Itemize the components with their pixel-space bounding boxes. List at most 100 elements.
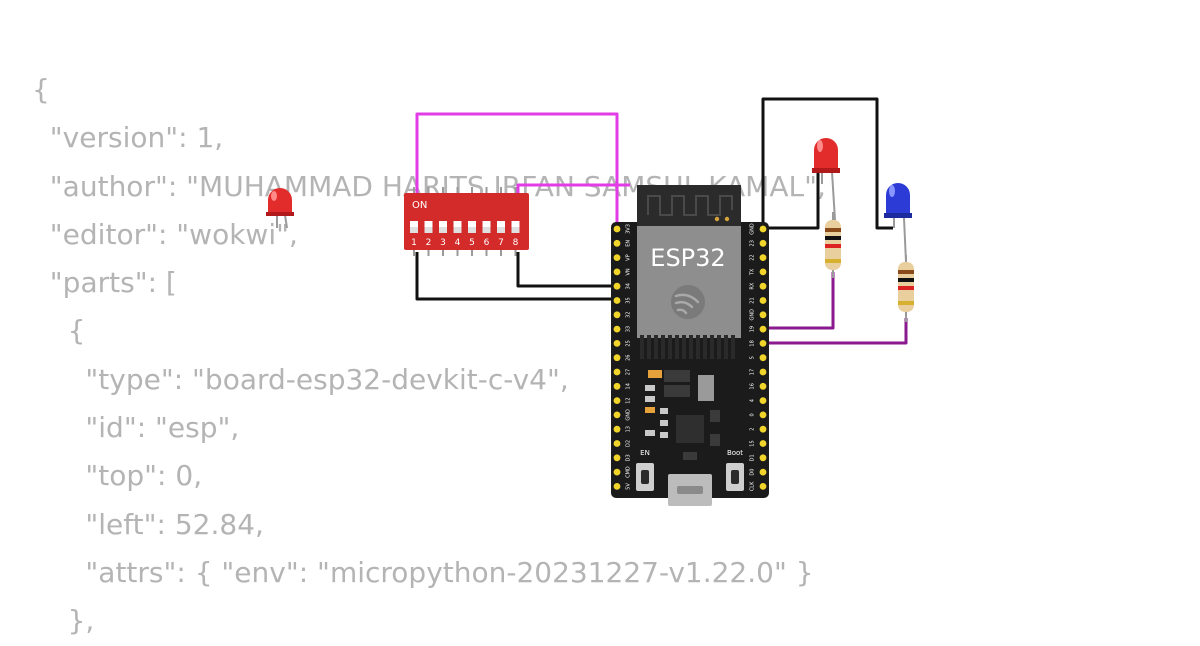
right-header-pin[interactable] bbox=[759, 282, 767, 290]
right-header-pin[interactable] bbox=[759, 382, 767, 390]
dip-switch-number: 1 bbox=[411, 238, 417, 248]
code-line: "id": "esp", bbox=[32, 411, 240, 445]
right-header-pin[interactable] bbox=[759, 268, 767, 276]
left-pin-label: 26 bbox=[626, 355, 632, 361]
left-pin-label: 34 bbox=[626, 283, 632, 289]
boot-button-label: Boot bbox=[727, 449, 743, 457]
left-header-pin[interactable] bbox=[613, 440, 621, 447]
right-pin-label: 5 bbox=[750, 356, 756, 359]
wire-black-top-loop[interactable] bbox=[761, 97, 893, 230]
right-header-pin[interactable] bbox=[759, 340, 767, 347]
left-header-pin[interactable] bbox=[613, 368, 621, 376]
wire-black-gnd[interactable] bbox=[763, 170, 820, 230]
right-pin-label: RX bbox=[750, 282, 756, 289]
right-pin-label: GND bbox=[750, 223, 756, 235]
left-header-pin[interactable] bbox=[613, 239, 621, 247]
dip-switch-number: 4 bbox=[455, 238, 461, 248]
right-pin-label: 18 bbox=[750, 340, 756, 346]
code-line: "editor": "wokwi", bbox=[32, 217, 298, 251]
dip-on-label: ON bbox=[412, 200, 427, 211]
right-pin-label: 19 bbox=[750, 326, 756, 332]
right-header-pin[interactable] bbox=[759, 411, 767, 419]
wire-black-dip-left[interactable] bbox=[415, 252, 617, 301]
code-line: { bbox=[32, 314, 86, 348]
red-led[interactable] bbox=[812, 138, 840, 221]
left-header-pin[interactable] bbox=[613, 468, 621, 476]
left-header-pin[interactable] bbox=[613, 325, 621, 333]
left-pin-label: VP bbox=[626, 254, 632, 260]
right-header-pin[interactable] bbox=[759, 368, 767, 376]
right-pin-label: 15 bbox=[750, 440, 756, 446]
code-line: "attrs": { "env": "micropython-20231227-… bbox=[32, 555, 814, 589]
left-pin-label: D3 bbox=[626, 454, 632, 461]
left-header-pin[interactable] bbox=[613, 425, 621, 433]
right-header-pin[interactable] bbox=[759, 483, 767, 490]
right-pin-label: TX bbox=[750, 268, 756, 276]
left-pin-label: 12 bbox=[626, 397, 632, 403]
right-header-pin[interactable] bbox=[759, 354, 767, 362]
espressif-logo-icon bbox=[671, 285, 705, 319]
right-pin-label: 4 bbox=[750, 399, 756, 402]
right-header-pin[interactable] bbox=[759, 440, 767, 447]
wire-black-dip-right[interactable] bbox=[516, 252, 617, 288]
dip-switch-number: 5 bbox=[469, 238, 475, 248]
left-pin-label: D2 bbox=[626, 440, 632, 447]
left-pin-label: 13 bbox=[626, 426, 632, 432]
left-header-pin[interactable] bbox=[613, 225, 621, 233]
boot-button[interactable] bbox=[726, 463, 744, 491]
wire-purple-18[interactable] bbox=[763, 318, 908, 345]
left-pin-label: 35 bbox=[626, 297, 632, 303]
blue-led[interactable] bbox=[884, 183, 912, 263]
left-pin-label: CMD bbox=[626, 466, 632, 478]
right-pin-label: D1 bbox=[750, 454, 756, 461]
wire-magenta-dip8[interactable] bbox=[516, 183, 630, 198]
left-pin-label: 14 bbox=[626, 383, 632, 389]
wire-magenta-dip1[interactable] bbox=[415, 112, 619, 230]
right-pin-label: 16 bbox=[750, 383, 756, 389]
right-header-pin[interactable] bbox=[759, 311, 767, 319]
right-header-pin[interactable] bbox=[759, 425, 767, 433]
resistor-red-led[interactable] bbox=[825, 212, 841, 278]
right-header-pin[interactable] bbox=[759, 254, 767, 261]
code-line: "parts": [ bbox=[32, 266, 177, 300]
right-header-pin[interactable] bbox=[759, 297, 767, 304]
code-line: "version": 1, bbox=[32, 121, 224, 155]
left-header-pin[interactable] bbox=[613, 483, 621, 490]
left-header-pin[interactable] bbox=[613, 382, 621, 390]
en-button[interactable] bbox=[636, 463, 654, 491]
left-header-pin[interactable] bbox=[613, 354, 621, 362]
resistor-blue-led[interactable] bbox=[898, 255, 914, 322]
wire-purple-19[interactable] bbox=[763, 272, 835, 330]
en-button-label: EN bbox=[640, 449, 650, 457]
left-header-pin[interactable] bbox=[613, 311, 621, 319]
left-header-pin[interactable] bbox=[613, 254, 621, 261]
right-header-pin[interactable] bbox=[759, 325, 767, 333]
left-header-pin[interactable] bbox=[613, 268, 621, 276]
left-header-pin[interactable] bbox=[613, 282, 621, 290]
right-pin-label: 0 bbox=[750, 413, 756, 416]
esp32-board[interactable]: ESP32 EN Boot bbox=[611, 185, 769, 506]
left-pin-label: VN bbox=[626, 268, 632, 275]
stray-red-led[interactable] bbox=[266, 188, 294, 229]
esp32-chip-label: ESP32 bbox=[650, 244, 725, 272]
left-header-pin[interactable] bbox=[613, 411, 621, 419]
left-pin-label: 32 bbox=[626, 312, 632, 318]
left-pin-label: 3V3 bbox=[626, 224, 632, 234]
left-header-pin[interactable] bbox=[613, 454, 621, 462]
right-pin-label: 17 bbox=[750, 369, 756, 375]
right-pin-label: CLK bbox=[750, 481, 756, 491]
code-line: "top": 0, bbox=[32, 459, 203, 493]
right-header-pin[interactable] bbox=[759, 454, 767, 462]
left-header-pin[interactable] bbox=[613, 397, 621, 404]
dip-switch-number: 7 bbox=[498, 238, 504, 248]
left-header-pin[interactable] bbox=[613, 297, 621, 304]
left-pin-label: 5V bbox=[626, 483, 632, 490]
right-header-pin[interactable] bbox=[759, 397, 767, 404]
right-header-pin[interactable] bbox=[759, 239, 767, 247]
right-header-pin[interactable] bbox=[759, 225, 767, 233]
right-header-pin[interactable] bbox=[759, 468, 767, 476]
left-pin-label: 25 bbox=[626, 340, 632, 346]
right-pin-label: 2 bbox=[750, 428, 756, 431]
left-header-pin[interactable] bbox=[613, 340, 621, 347]
